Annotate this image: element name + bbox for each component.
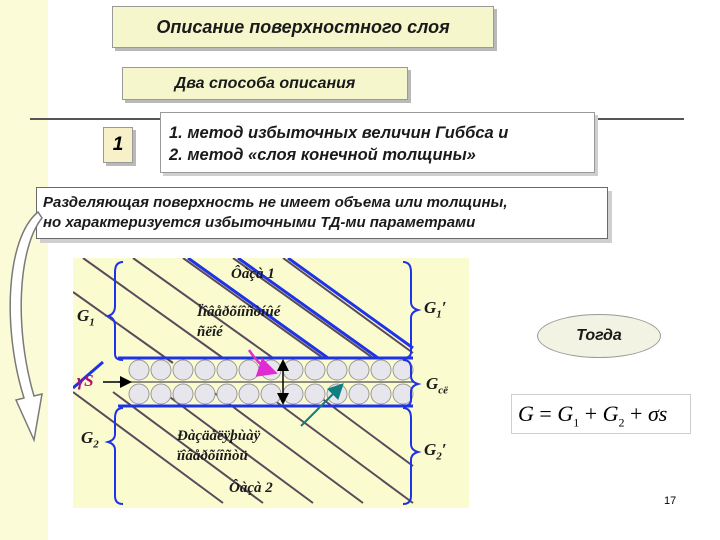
surface-layer-label: Ïîâåðõíîñòíûé ñëîé xyxy=(197,302,280,342)
separator-right xyxy=(596,118,684,120)
number-badge-text: 1 xyxy=(112,134,124,155)
surface-layer-line-2: ñëîé xyxy=(197,324,223,340)
g-sl-symbol: G xyxy=(426,374,439,393)
formula-term-2-sub: 2 xyxy=(618,415,625,430)
curved-arrow-icon xyxy=(9,210,43,443)
sigma-label: γS xyxy=(77,371,94,390)
g-sl-label: Gсë xyxy=(426,374,448,396)
dividing-surface-line-1: Ðàçäåëÿþùàÿ xyxy=(177,428,261,444)
formula-plus-1: + xyxy=(579,401,603,426)
g2-prime-symbol: G xyxy=(424,440,437,459)
definition-line-2: но характеризуется избыточными ТД-ми пар… xyxy=(43,214,476,231)
method-item-1: 1. метод избыточных величин Гиббса и xyxy=(169,124,509,142)
definition-text: Разделяющая поверхность не имеет объема … xyxy=(43,193,508,233)
g1-prime-label: G1′ xyxy=(424,298,447,320)
g-sl-sub: сë xyxy=(438,384,449,397)
method-item-2: 2. метод «слоя конечной толщины» xyxy=(169,146,476,164)
formula-eq: = xyxy=(533,401,558,426)
g2-label: G2 xyxy=(81,428,99,450)
g1-sub: 1 xyxy=(89,316,95,329)
g1-symbol: G xyxy=(77,306,90,325)
formula-term-1-sub: 1 xyxy=(573,415,580,430)
definition-line-1: Разделяющая поверхность не имеет объема … xyxy=(43,194,508,211)
g2-prime-sub: 2 xyxy=(436,450,442,463)
g2-prime-mark: ′ xyxy=(441,440,447,459)
g2-sub: 2 xyxy=(93,438,99,451)
g1-prime-mark: ′ xyxy=(441,298,447,317)
formula-plus-2: + xyxy=(624,401,648,426)
g1-prime-symbol: G xyxy=(424,298,437,317)
methods-panel: 1. метод избыточных величин Гиббса и 2. … xyxy=(160,112,595,173)
surface-layer-line-1: Ïîâåðõíîñòíûé xyxy=(197,304,281,320)
separator-left xyxy=(30,118,162,120)
then-ellipse: Тогда xyxy=(537,314,661,358)
dividing-surface-label: Ðàçäåëÿþùàÿ ïîâåðõíîñòü xyxy=(177,426,260,466)
phase-1-label: Ôàçà 1 xyxy=(231,266,275,282)
number-badge: 1 xyxy=(103,127,133,163)
formula-lhs: G xyxy=(518,401,534,426)
then-label: Тогда xyxy=(576,327,622,344)
phase-2-label: Ôàçà 2 xyxy=(229,480,273,496)
formula-term-1: G xyxy=(557,401,574,426)
definition-panel: Разделяющая поверхность не имеет объема … xyxy=(36,187,608,239)
formula-sigma: σs xyxy=(647,401,668,426)
dividing-surface-line-2: ïîâåðõíîñòü xyxy=(177,448,248,464)
page-title: Описание поверхностного слоя xyxy=(156,17,450,37)
subtitle-panel: Два способа описания xyxy=(122,67,408,100)
g1-label: G1 xyxy=(77,306,95,328)
subtitle: Два способа описания xyxy=(174,75,356,92)
surface-layer-diagram: Ôàçà 1 G1 Ïîâåðõíîñòíûé ñëîé γS G2 Ðàçäå… xyxy=(73,258,469,508)
title-panel: Описание поверхностного слоя xyxy=(112,6,494,48)
g1-prime-sub: 1 xyxy=(436,308,442,321)
page-number: 17 xyxy=(664,495,677,507)
formula-panel: G = G1 + G2 + σs xyxy=(511,394,691,434)
g2-symbol: G xyxy=(81,428,94,447)
g2-prime-label: G2′ xyxy=(424,440,447,462)
formula-term-2: G xyxy=(602,401,619,426)
diagram-graphic xyxy=(73,258,469,508)
methods-list: 1. метод избыточных величин Гиббса и 2. … xyxy=(169,122,508,166)
gibbs-formula: G = G1 + G2 + σs xyxy=(518,401,667,430)
